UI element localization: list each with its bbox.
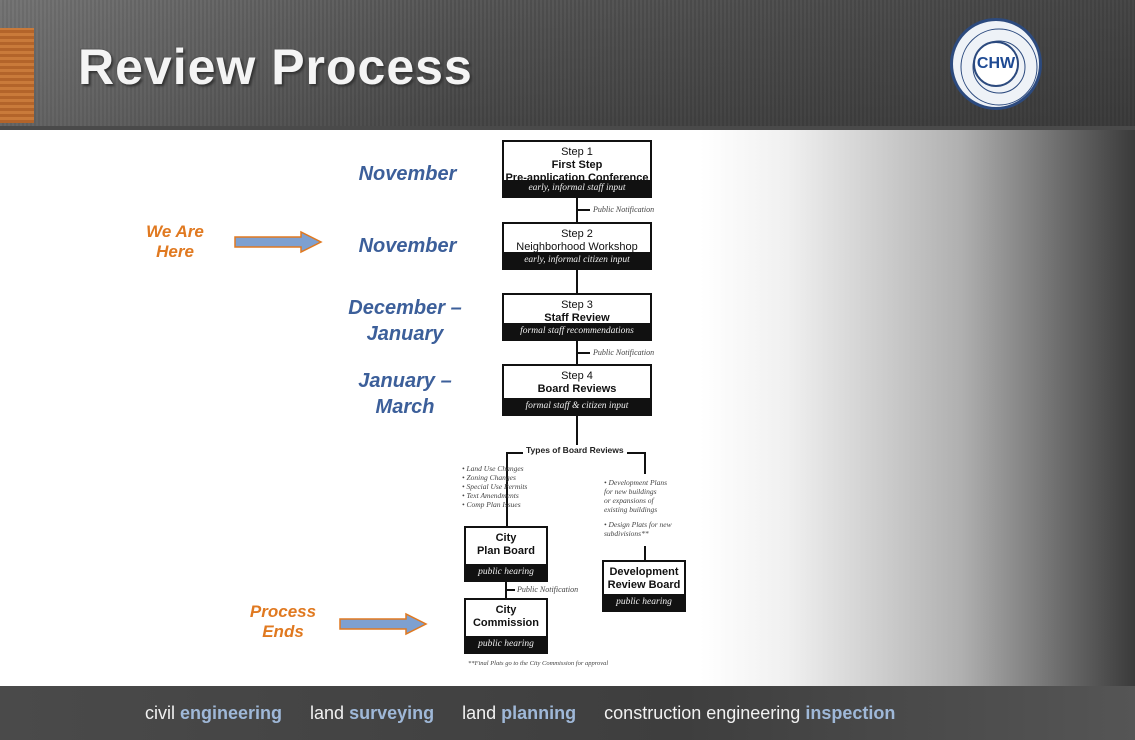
footer-cei: construction engineering inspection: [604, 703, 895, 724]
logo-ring-icon: [960, 28, 1038, 106]
process-ends-arrow-icon: [339, 612, 428, 636]
left-list-item: • Zoning Changes: [462, 473, 516, 482]
step1-box: Step 1 First Step Pre-application Confer…: [502, 140, 652, 198]
right-list-item: existing buildings: [604, 505, 658, 514]
step1-title: First Step: [551, 159, 603, 171]
step3-box: Step 3 Staff Review formal staff recomme…: [502, 293, 652, 341]
left-review-list: • Land Use Changes • Zoning Changes • Sp…: [462, 464, 552, 509]
slide-title: Review Process: [78, 39, 473, 95]
footer-highlight: planning: [501, 702, 577, 723]
step1-number: Step 1: [561, 146, 593, 158]
step2-title: Neighborhood Workshop: [516, 241, 638, 253]
we-are-here-line1: We Are: [146, 222, 204, 241]
right-list-item: • Development Plans: [604, 478, 668, 487]
chw-logo: CHW: [950, 18, 1042, 110]
drb-band: public hearing: [604, 594, 684, 610]
right-list-item: for new buildings: [604, 487, 657, 496]
drb-line2: Review Board: [607, 579, 681, 591]
right-shaded-panel: [700, 130, 1135, 686]
plan-board-line1: City: [495, 532, 517, 544]
slide-header: Review Process CHW: [0, 0, 1135, 128]
notification-tick-pb: [505, 589, 515, 591]
month-step3-line2: January: [366, 323, 444, 345]
step3-title: Staff Review: [544, 312, 610, 324]
we-are-here-label: We Are Here: [135, 222, 215, 262]
process-ends-line2: Ends: [262, 622, 304, 641]
public-notification-note-1: Public Notification: [593, 205, 655, 214]
footer-word: civil: [145, 702, 175, 723]
month-label-step4: January – March: [325, 368, 485, 420]
commission-line2: Commission: [472, 617, 539, 629]
footer-word: land: [462, 702, 497, 723]
orange-accent-bar: [0, 28, 34, 123]
commission-line1: City: [495, 604, 517, 616]
right-review-list: • Development Plans for new buildings or…: [604, 478, 694, 538]
left-list-item: • Comp Plan Issues: [462, 500, 521, 509]
flowchart-footnote: **Final Plats go to the City Commission …: [468, 660, 609, 667]
step4-band: formal staff & citizen input: [504, 398, 650, 414]
step4-box: Step 4 Board Reviews formal staff & citi…: [502, 364, 652, 416]
slide-footer: civil engineering land surveying land pl…: [0, 686, 1135, 740]
footer-word: land: [310, 702, 345, 723]
we-are-here-arrow-icon: [234, 230, 323, 254]
city-commission-box: City Commission public hearing: [464, 598, 548, 654]
connector-2-3: [576, 270, 578, 293]
branch-left-down: [506, 452, 508, 526]
branch-right-down: [644, 452, 646, 474]
step2-box: Step 2 Neighborhood Workshop early, info…: [502, 222, 652, 270]
step4-number: Step 4: [561, 370, 593, 382]
right-list-item: • Design Plats for new: [604, 520, 672, 529]
right-list-item: subdivisions**: [604, 529, 649, 538]
left-list-item: • Land Use Changes: [462, 464, 524, 473]
month-label-step2: November: [358, 235, 457, 257]
connector-right-drb: [644, 546, 646, 560]
month-label-step1: November: [358, 163, 457, 185]
notification-tick-3: [576, 352, 590, 354]
types-of-board-reviews-label: Types of Board Reviews: [523, 445, 627, 455]
plan-board-line2: Plan Board: [476, 545, 536, 557]
footer-highlight: surveying: [349, 702, 435, 723]
left-list-item: • Special Use Permits: [462, 482, 528, 491]
month-label-step3: December – January: [325, 295, 485, 347]
step1-band: early, informal staff input: [504, 180, 650, 196]
month-step3-line1: December –: [348, 297, 462, 319]
month-step4-line2: March: [375, 396, 435, 418]
plan-board-band: public hearing: [466, 564, 546, 580]
step4-title: Board Reviews: [537, 383, 617, 395]
footer-land-surveying: land surveying: [310, 703, 434, 724]
footer-highlight: engineering: [180, 702, 283, 723]
development-review-board-box: Development Review Board public hearing: [602, 560, 686, 612]
left-list-item: • Text Amendments: [462, 491, 519, 500]
drb-line1: Development: [609, 566, 679, 578]
notification-tick-1: [576, 209, 590, 211]
public-notification-note-pb: Public Notification: [517, 585, 579, 594]
plan-board-box: City Plan Board public hearing: [464, 526, 548, 582]
we-are-here-line2: Here: [156, 242, 194, 261]
right-list-item: or expansions of: [604, 496, 654, 505]
month-step4-line1: January –: [358, 370, 452, 392]
header-shade: [0, 0, 1135, 128]
footer-word: construction engineering: [604, 702, 801, 723]
process-ends-line1: Process: [249, 602, 317, 621]
footer-highlight: inspection: [805, 702, 896, 723]
step2-band: early, informal citizen input: [504, 252, 650, 268]
header-rule: [0, 126, 1135, 130]
step2-number: Step 2: [561, 228, 593, 240]
connector-4-types: [576, 416, 578, 452]
public-notification-note-3: Public Notification: [593, 348, 655, 357]
step3-number: Step 3: [561, 299, 593, 311]
footer-civil-engineering: civil engineering: [145, 703, 282, 724]
process-ends-label: Process Ends: [238, 602, 328, 642]
step3-band: formal staff recommendations: [504, 323, 650, 339]
footer-land-planning: land planning: [462, 703, 576, 724]
commission-band: public hearing: [466, 636, 546, 652]
